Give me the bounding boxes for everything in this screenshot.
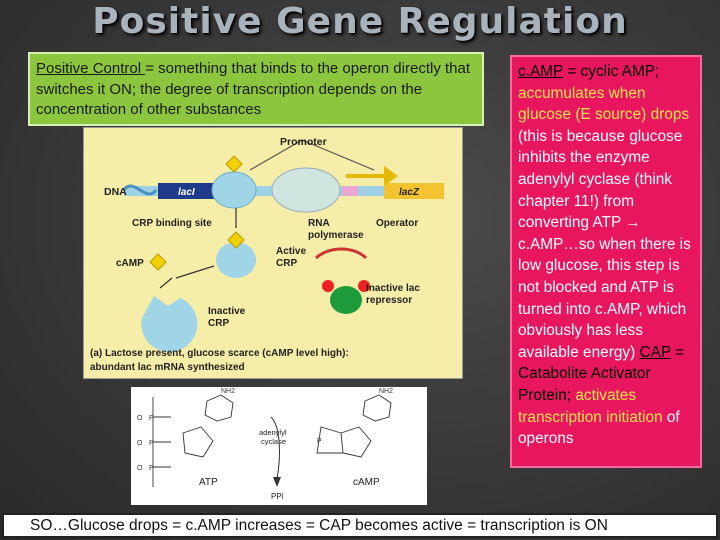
crp-site-label: CRP binding site — [132, 218, 212, 229]
cap-activates: activates transcription initiation — [518, 386, 663, 426]
active-crp-label-1: Active — [276, 246, 306, 257]
diagram-caption-1: (a) Lactose present, glucose scarce (cAM… — [90, 348, 349, 359]
lacz-label: lacZ — [399, 187, 420, 198]
svg-text:P: P — [149, 415, 154, 422]
cap-term: CAP — [639, 343, 671, 361]
cap-definition: = Catabolite Activator Protein; — [518, 343, 685, 404]
atp-phosphates — [152, 397, 171, 487]
atp-phosphate-letters: P P P O O O — [137, 415, 154, 472]
promoter-bracket — [249, 139, 303, 171]
inactive-crp-label-2: CRP — [208, 318, 229, 329]
lactose-icon — [322, 280, 334, 292]
cap-of-operons: of operons — [518, 408, 680, 448]
laci-gene — [158, 183, 214, 199]
inactive-repressor-label-2: repressor — [366, 295, 412, 306]
svg-text:P: P — [149, 465, 154, 472]
svg-text:O: O — [137, 440, 143, 447]
atp-adenine — [204, 394, 234, 422]
camp-free-icon — [149, 253, 167, 271]
enzyme-label-1: adenylyl — [259, 428, 287, 437]
rna-polymerase — [271, 167, 341, 213]
camp-cyclic-phosphate — [316, 426, 343, 454]
svg-text:P: P — [149, 440, 154, 447]
camp-term: c.AMP — [518, 63, 564, 80]
camp-nh2-label: NH2 — [379, 388, 393, 395]
diagram-caption-2: abundant lac mRNA synthesized — [90, 362, 245, 373]
camp-definition: = cyclic AMP; — [563, 63, 660, 80]
svg-text:O: O — [137, 415, 143, 422]
camp-chem-label: cAMP — [353, 477, 380, 488]
camp-ribose — [340, 426, 372, 458]
cap-bound — [211, 171, 257, 209]
repressor-release-arrow — [314, 247, 368, 260]
dna-helix — [122, 184, 158, 196]
camp-accumulates: accumulates when glucose (E source) drop… — [518, 84, 690, 124]
camp-bound — [225, 155, 243, 173]
svg-text:O: O — [137, 465, 143, 472]
positive-control-term: Positive Control — [36, 60, 146, 77]
inactive-crp — [141, 296, 198, 352]
enzyme-label-2: cyclase — [261, 437, 286, 446]
atp-label: ATP — [199, 477, 218, 488]
transcription-arrow — [346, 166, 398, 186]
active-crp — [216, 242, 256, 278]
rna-pol-label-2: polymerase — [308, 230, 364, 241]
promoter-label: Promoter — [280, 136, 327, 148]
chem-svg: P P P O O O NH2 ATP adenylyl cyclase PPi NH2… — [137, 388, 393, 501]
positive-control-text: = something that binds to the operon dir… — [36, 60, 471, 118]
operator-label: Operator — [376, 218, 418, 229]
lac-operon-svg: Promoter DNA lacI lacZ CRP binding site … — [90, 136, 444, 373]
summary-bar: SO…Glucose drops = c.AMP increases = CAP… — [2, 513, 718, 538]
promoter-bracket — [301, 139, 375, 171]
rna-pol-label-1: RNA — [308, 218, 330, 229]
camp-explanation-2: (think chapter 11!) from converting ATP … — [518, 170, 691, 361]
lac-operon-diagram: Promoter DNA lacI lacZ CRP binding site … — [83, 127, 463, 379]
active-crp-label-2: CRP — [276, 258, 297, 269]
reaction-arrow — [270, 416, 280, 480]
ppi-label: PPi — [271, 492, 284, 501]
camp-adenine — [362, 394, 392, 422]
camp-explanation-1: (this is because glucose inhibits the en… — [518, 127, 683, 188]
crp-release-arrow — [159, 277, 173, 289]
camp-cap-explanation: c.AMP = cyclic AMP; accumulates when glu… — [510, 55, 702, 468]
atp-nh2-label: NH2 — [221, 388, 235, 395]
dna-label: DNA — [104, 186, 127, 198]
reaction-arrowhead — [273, 477, 281, 487]
inactive-crp-label-1: Inactive — [208, 306, 246, 317]
lactose-icon — [358, 280, 370, 292]
atp-camp-conversion: P P P O O O NH2 ATP adenylyl cyclase PPi NH2… — [131, 387, 427, 505]
positive-control-definition: Positive Control = something that binds … — [28, 52, 484, 126]
inactive-repressor — [330, 286, 362, 314]
inactive-repressor-label-1: Inactive lac — [366, 283, 420, 294]
camp-binding-arrow — [175, 265, 215, 279]
laci-label: lacI — [178, 187, 195, 198]
page-title: Positive Gene Regulation — [92, 1, 628, 42]
atp-ribose — [182, 426, 214, 458]
operator-site — [342, 186, 358, 196]
camp-label: cAMP — [116, 258, 144, 269]
lacz-gene — [384, 183, 444, 199]
camp-phosphate-letter: P — [317, 438, 322, 445]
camp-on-crp-icon — [227, 231, 245, 249]
